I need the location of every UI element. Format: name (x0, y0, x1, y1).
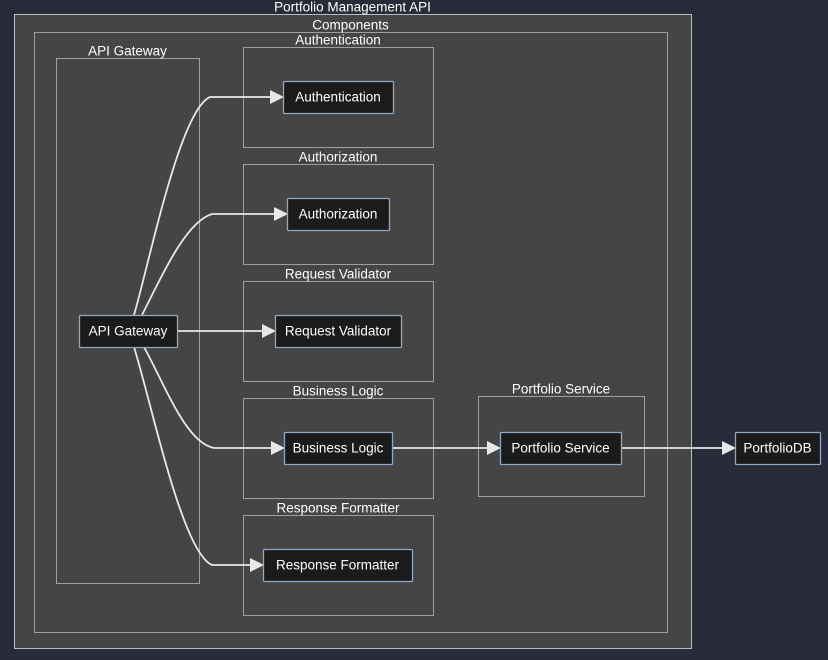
node-authorization[interactable]: Authorization (286, 197, 391, 232)
arrow-response-formatter-icon (250, 558, 264, 572)
arrow-portfolio-service-icon (487, 441, 501, 455)
node-box-api-gateway[interactable] (78, 314, 179, 349)
cluster-label-authorization-group: Authorization (299, 150, 378, 165)
node-box-portfolio-service[interactable] (499, 431, 623, 466)
arrow-authorization-icon (274, 207, 288, 221)
node-business-logic[interactable]: Business Logic (283, 431, 394, 466)
node-label-portfolio-service: Portfolio Service (511, 441, 609, 456)
node-label-authentication: Authentication (295, 90, 381, 105)
node-label-api-gateway: API Gateway (89, 324, 168, 339)
node-response-formatter[interactable]: Response Formatter (262, 548, 414, 583)
node-label-response-formatter: Response Formatter (276, 558, 400, 573)
edge-gateway-response-formatter (133, 346, 250, 566)
node-authentication[interactable]: Authentication (282, 80, 395, 115)
arrow-portfolio-db-icon (722, 441, 736, 455)
node-box-authorization[interactable] (286, 197, 391, 232)
cluster-label-components: Components (312, 18, 389, 33)
edges-layer (133, 90, 736, 572)
arrow-request-validator-icon (262, 324, 276, 338)
node-label-authorization: Authorization (299, 207, 378, 222)
arrow-authentication-icon (270, 90, 284, 104)
node-box-authentication[interactable] (282, 80, 395, 115)
cluster-label-business-logic-group: Business Logic (293, 384, 384, 399)
node-label-business-logic: Business Logic (293, 441, 384, 456)
node-request-validator[interactable]: Request Validator (274, 314, 403, 349)
nodes-layer: API Gateway AuthenticationAuthorizationRe… (78, 80, 822, 583)
edge-gateway-authorization (141, 213, 274, 316)
cluster-label-api-gateway-group: API Gateway (88, 44, 167, 59)
edge-gateway-authentication (133, 96, 270, 316)
node-box-business-logic[interactable] (283, 431, 394, 466)
cluster-label-request-validator-group: Request Validator (285, 267, 392, 282)
node-api-gateway[interactable]: API Gateway (78, 314, 179, 349)
cluster-label-authentication-group: Authentication (295, 33, 381, 48)
node-box-response-formatter[interactable] (262, 548, 414, 583)
node-box-portfolio-db[interactable] (734, 431, 822, 466)
node-label-portfolio-db: PortfolioDB (743, 441, 811, 456)
node-portfolio-service[interactable]: Portfolio Service (499, 431, 623, 466)
arrow-business-logic-icon (271, 441, 285, 455)
cluster-label-portfolio-service-group: Portfolio Service (512, 382, 610, 397)
cluster-label-response-formatter-group: Response Formatter (276, 501, 400, 516)
node-box-request-validator[interactable] (274, 314, 403, 349)
node-portfolio-db[interactable]: PortfolioDB (734, 431, 822, 466)
node-label-request-validator: Request Validator (285, 324, 392, 339)
cluster-label-portfolio-management-api: Portfolio Management API (274, 0, 431, 15)
edge-gateway-business-logic (143, 346, 271, 449)
